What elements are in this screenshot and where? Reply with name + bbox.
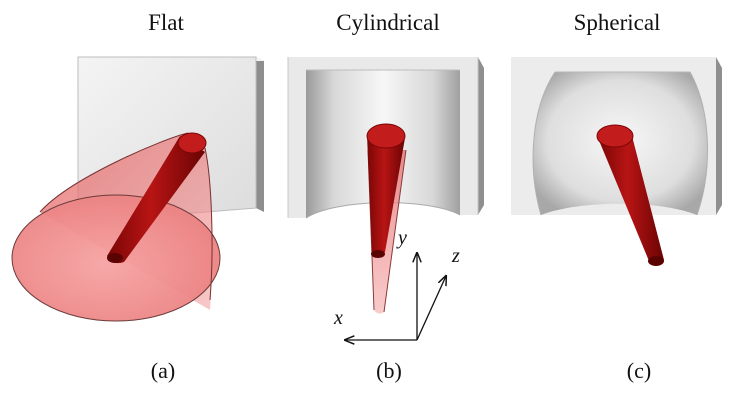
flat-tapered-cone xyxy=(107,132,207,264)
x-axis-label: x xyxy=(333,307,343,329)
panel-caption: (c) xyxy=(627,358,651,383)
panel-title: Cylindrical xyxy=(336,10,439,35)
panel-cylindrical: Cylindrical xyxy=(287,10,484,383)
spherical-tapered-cone xyxy=(596,124,664,266)
y-axis-label: y xyxy=(396,227,407,249)
cylindrical-tapered-cone xyxy=(366,123,406,258)
z-axis-arrow xyxy=(416,276,446,341)
panel-caption: (b) xyxy=(376,358,402,383)
panel-title: Spherical xyxy=(574,10,661,35)
panel-caption: (a) xyxy=(151,358,175,383)
z-axis-label: z xyxy=(451,245,460,267)
panel-flat: Flat (a) xyxy=(11,10,264,383)
panel-spherical: Spherical (c) xyxy=(511,10,722,383)
panel-title: Flat xyxy=(148,10,184,35)
coordinate-axes: y z x xyxy=(333,227,460,340)
